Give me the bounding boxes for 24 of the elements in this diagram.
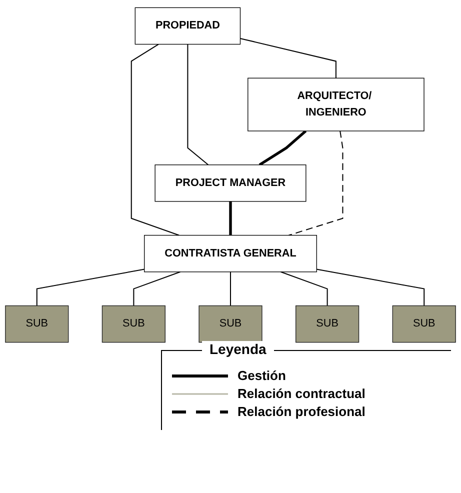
node-box: SUB: [198, 305, 262, 343]
connector: [36, 268, 144, 306]
connector: [229, 201, 232, 236]
node-box: CONTRATISTA GENERAL: [144, 234, 317, 272]
legend-text: Relación profesional: [238, 404, 366, 419]
node-box: SUB: [5, 305, 69, 343]
node-box: SUB: [102, 305, 166, 343]
connector: [130, 44, 180, 236]
connector: [280, 271, 328, 306]
connector: [258, 130, 307, 166]
connector: [288, 130, 344, 236]
legend-text: Relación contractual: [238, 386, 366, 401]
node-box: SUB: [392, 305, 456, 343]
connector: [230, 272, 231, 306]
connector: [316, 268, 425, 306]
connector: [240, 38, 336, 78]
node-box: PROPIEDAD: [134, 7, 241, 45]
legend-title: Leyenda: [202, 341, 274, 357]
node-box: ARQUITECTO/ INGENIERO: [248, 78, 424, 132]
connector: [133, 271, 180, 306]
connector: [187, 44, 209, 166]
node-box: SUB: [296, 305, 360, 343]
node-box: PROJECT MANAGER: [154, 164, 306, 202]
legend-text: Gestión: [238, 368, 286, 383]
